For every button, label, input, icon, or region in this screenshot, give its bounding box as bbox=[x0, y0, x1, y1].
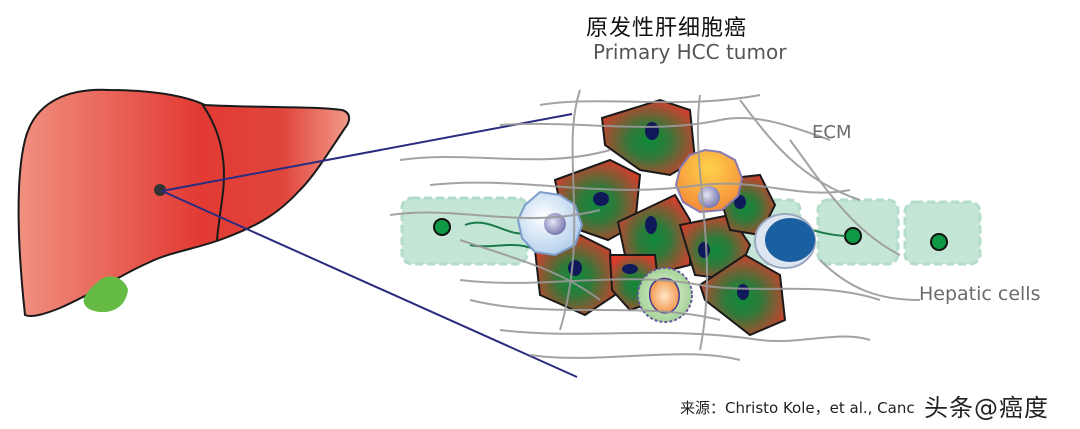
zoom-lines bbox=[161, 113, 578, 378]
title-chinese: 原发性肝细胞癌 bbox=[586, 16, 748, 41]
title-english: Primary HCC tumor bbox=[593, 40, 787, 64]
source-caption: 来源：Christo Kole，et al., Canc bbox=[680, 399, 915, 417]
hepatic-nucleus bbox=[844, 227, 862, 245]
gallbladder bbox=[83, 276, 128, 313]
hepatic-nucleus bbox=[930, 233, 948, 251]
label-ecm: ECM bbox=[812, 122, 852, 143]
watermark: 头条@癌度 bbox=[924, 394, 1049, 422]
liver-lobe-divider bbox=[201, 103, 225, 241]
liver-tumor-spot bbox=[154, 184, 166, 196]
hepatic-nucleus bbox=[433, 218, 451, 236]
dendritic-cell bbox=[674, 148, 744, 214]
liver-shape bbox=[17, 88, 351, 318]
ecm-fibers bbox=[389, 89, 921, 361]
lymphocyte bbox=[754, 213, 816, 269]
liver-illustration bbox=[17, 88, 351, 318]
label-hepatic-cells: Hepatic cells bbox=[919, 283, 1041, 305]
